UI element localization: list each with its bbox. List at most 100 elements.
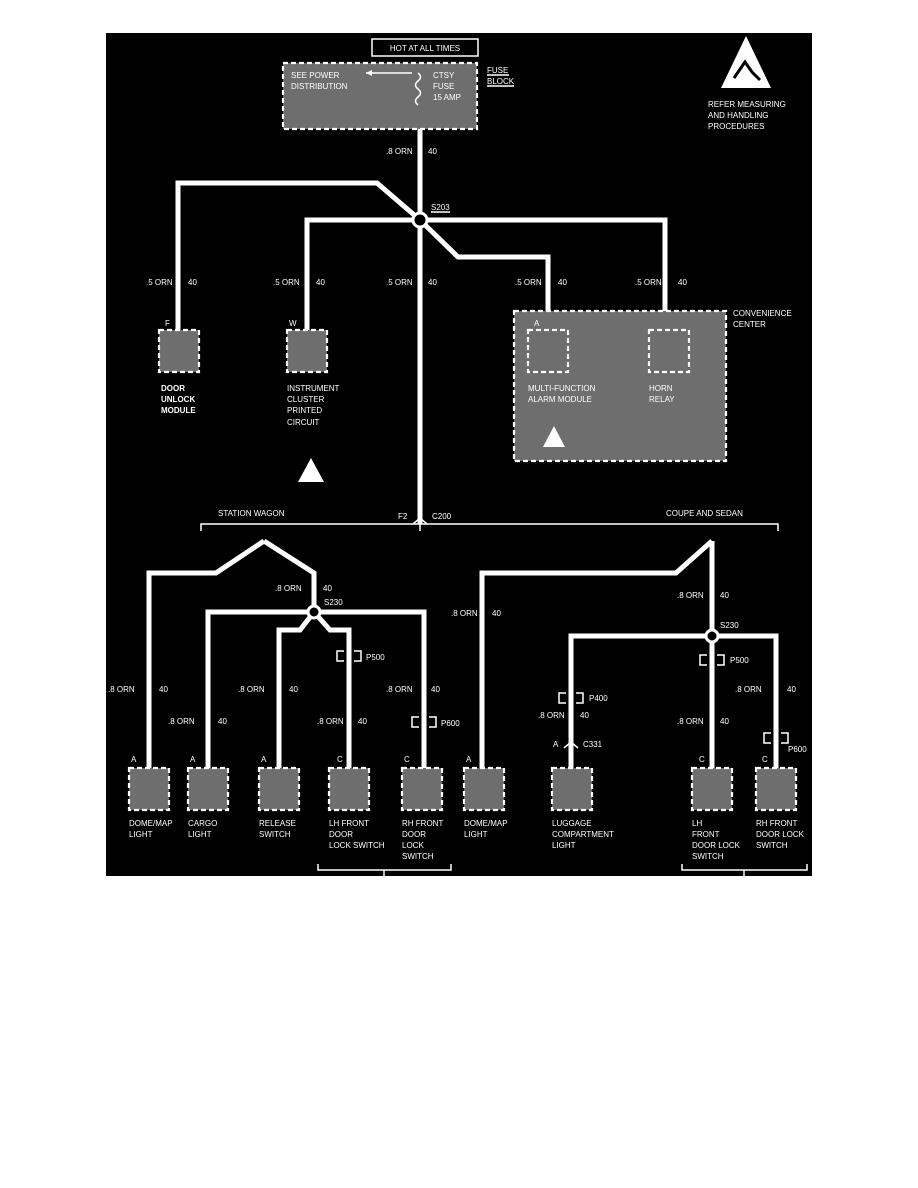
wire-label-sw-feed: .8 ORN xyxy=(275,584,302,593)
pin-sw-rh: C xyxy=(404,755,410,764)
wire-label-sw-cargo: .8 ORN xyxy=(168,717,195,726)
wire-cs-dome-light xyxy=(479,539,714,768)
convenience-center-label-2: CENTER xyxy=(733,320,766,329)
cs-dome-label-2: LIGHT xyxy=(464,830,488,839)
wire-circuit-instrument: 40 xyxy=(316,278,325,287)
cs-rh-label-3: SWITCH xyxy=(756,841,788,850)
wire-label-sw-release: .8 ORN xyxy=(238,685,265,694)
sw-dome-label-2: LIGHT xyxy=(129,830,153,839)
cs-lh-label-3: DOOR LOCK xyxy=(692,841,741,850)
fuse-name: CTSY xyxy=(433,71,455,80)
wire-label-cs-luggage: .8 ORN xyxy=(538,711,565,720)
wire-label-sw-rh: .8 ORN xyxy=(386,685,413,694)
branch-coupe-sedan: COUPE AND SEDAN xyxy=(666,509,743,518)
cs-lh-label-1: LH xyxy=(692,819,702,828)
pin-cs-rh: C xyxy=(762,755,768,764)
sw-dome-label-1: DOME/MAP xyxy=(129,819,173,828)
door-unlock-label-1: DOOR xyxy=(161,384,185,393)
cs-lh-label-2: FRONT xyxy=(692,830,720,839)
main-wire-circuit: 40 xyxy=(428,147,437,156)
door-unlock-label-3: MODULE xyxy=(161,406,196,415)
connector-p600-left-label: P600 xyxy=(441,719,460,728)
cs-dome-label-1: DOME/MAP xyxy=(464,819,508,828)
luggage-label-1: LUGGAGE xyxy=(552,819,592,828)
cargo-label-1: CARGO xyxy=(188,819,217,828)
wire-sw-lh-lock xyxy=(312,610,352,768)
wire-label-cs-dome: .8 ORN xyxy=(451,609,478,618)
pin-sw-lh: C xyxy=(337,755,343,764)
esd-note-line-2: AND HANDLING xyxy=(708,111,768,120)
component-release-switch xyxy=(257,766,301,812)
component-cs-rh-front-door-lock-switch xyxy=(754,766,798,812)
wire-circuit-cs-feed: 40 xyxy=(720,591,729,600)
wire-sw-rh-lock xyxy=(314,609,427,768)
wire-sw-cargo xyxy=(205,609,314,768)
connector-p500-right-symbol xyxy=(699,654,725,666)
instrument-label-4: CIRCUIT xyxy=(287,418,320,427)
wire-circuit-sw-release: 40 xyxy=(289,685,298,694)
connector-p400-label: P400 xyxy=(589,694,608,703)
wire-to-instrument-cluster xyxy=(304,217,420,330)
wire-circuit-sw-lh: 40 xyxy=(358,717,367,726)
wire-circuit-cs-dome: 40 xyxy=(492,609,501,618)
splice-s230-left-label: S230 xyxy=(324,598,343,607)
component-instrument-cluster xyxy=(285,328,329,374)
horn-label-2: RELAY xyxy=(649,395,675,404)
wire-circuit-cs-rh: 40 xyxy=(787,685,796,694)
pin-door-unlock-module: F xyxy=(165,319,170,328)
component-horn-relay xyxy=(647,328,691,374)
component-cs-dome-map-light xyxy=(462,766,506,812)
esd-icon-convenience xyxy=(543,426,565,447)
wire-circuit-trunk: 40 xyxy=(428,278,437,287)
connector-p600-right-symbol xyxy=(763,732,789,744)
esd-note-line-3: PROCEDURES xyxy=(708,122,764,131)
wire-to-door-unlock xyxy=(175,180,422,330)
cs-lh-label-4: SWITCH xyxy=(692,852,724,861)
splice-s230-right-label: S230 xyxy=(720,621,739,630)
wire-label-cs-feed: .8 ORN xyxy=(677,591,704,600)
pin-sw-dome: A xyxy=(131,755,137,764)
hot-at-all-times-label: HOT AT ALL TIMES xyxy=(390,44,460,53)
wire-label-sw-dome: .8 ORN xyxy=(108,685,135,694)
wire-circuit-sw-feed: 40 xyxy=(323,584,332,593)
wire-to-alarm-module xyxy=(418,218,551,330)
wire-circuit-cs-lh: 40 xyxy=(720,717,729,726)
sw-lh-label-1: LH FRONT xyxy=(329,819,369,828)
esd-hand-mark xyxy=(732,59,762,82)
wire-sw-feed xyxy=(262,538,317,612)
connector-c200-pin: F2 xyxy=(398,512,408,521)
release-label-1: RELEASE xyxy=(259,819,296,828)
wire-label-sw-lh: .8 ORN xyxy=(317,717,344,726)
connector-p500-left-label: P500 xyxy=(366,653,385,662)
connector-p400-symbol xyxy=(558,692,584,704)
wire-sw-dome-light xyxy=(146,538,266,768)
wire-cs-luggage xyxy=(568,633,712,768)
distribution-arrow-head xyxy=(366,70,372,76)
cargo-label-2: LIGHT xyxy=(188,830,212,839)
wire-circuit-cs-luggage: 40 xyxy=(580,711,589,720)
connector-p600-left-symbol xyxy=(411,716,437,728)
bracket-branches xyxy=(200,523,779,531)
wire-label-cs-rh: .8 ORN xyxy=(735,685,762,694)
component-sw-rh-front-door-lock-switch xyxy=(400,766,444,812)
wire-circuit-sw-cargo: 40 xyxy=(218,717,227,726)
alarm-label-2: ALARM MODULE xyxy=(528,395,592,404)
pin-cs-lh: C xyxy=(699,755,705,764)
esd-icon-upper-left xyxy=(298,458,324,482)
splice-s230-right xyxy=(704,628,720,644)
wire-circuit-alarm: 40 xyxy=(558,278,567,287)
alarm-label-1: MULTI-FUNCTION xyxy=(528,384,596,393)
wire-label-instrument: .5 ORN xyxy=(273,278,300,287)
splice-s203 xyxy=(411,211,429,229)
luggage-label-3: LIGHT xyxy=(552,841,576,850)
wire-circuit-horn: 40 xyxy=(678,278,687,287)
convenience-center-label: CONVENIENCE xyxy=(733,309,792,318)
component-luggage-compartment-light xyxy=(550,766,594,812)
wire-label-alarm: .5 ORN xyxy=(515,278,542,287)
fuse-block-see-power: SEE POWER xyxy=(291,71,340,80)
sw-rh-label-1: RH FRONT xyxy=(402,819,443,828)
pin-cargo: A xyxy=(190,755,196,764)
luggage-label-2: COMPARTMENT xyxy=(552,830,614,839)
fuse-block-label: FUSE xyxy=(487,66,508,75)
wire-label-cs-lh: .8 ORN xyxy=(677,717,704,726)
